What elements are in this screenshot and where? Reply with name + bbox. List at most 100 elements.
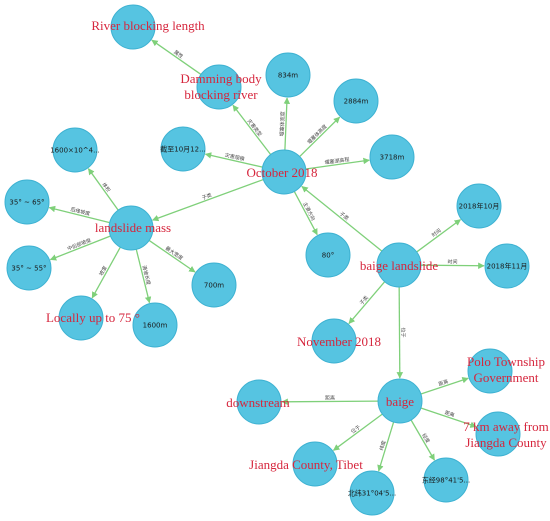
node-october-2018[interactable] [261, 149, 307, 195]
node-circle[interactable] [236, 379, 282, 425]
node-baige[interactable] [377, 378, 423, 424]
node-circle[interactable] [6, 245, 52, 291]
node-circle[interactable] [369, 134, 415, 180]
edge-label: 后缘坡度 [70, 206, 91, 218]
node-circle[interactable] [484, 243, 530, 289]
node-n-700m[interactable] [191, 262, 237, 308]
edge-baige-landslide-to-november-2018 [348, 281, 386, 325]
node-circle[interactable] [132, 302, 178, 348]
node-november-2018[interactable] [311, 318, 357, 364]
node-slope-35-55[interactable] [6, 245, 52, 291]
edge-baige-to-jiangda-tibet [332, 413, 383, 451]
node-n-2884m[interactable] [333, 78, 379, 124]
node-downstream[interactable] [236, 379, 282, 425]
node-circle[interactable] [52, 127, 98, 173]
node-label-baige-landslide: baige landslide [360, 258, 439, 273]
node-circle[interactable] [160, 126, 206, 172]
node-circle[interactable] [305, 232, 351, 278]
node-baige-landslide[interactable] [376, 242, 422, 288]
edge-label: 距离 [438, 378, 450, 388]
node-river-blocking-length[interactable] [110, 4, 156, 50]
edge-baige-landslide-to-oct-2018-cn [416, 219, 462, 253]
edge-october-2018-to-landslide-mass [151, 178, 264, 222]
edge-label: 距离 [325, 394, 335, 401]
edge-damming-body-to-river-blocking-length [151, 39, 202, 75]
node-cutoff-oct12[interactable] [160, 126, 206, 172]
node-circle[interactable] [292, 441, 338, 487]
node-lat[interactable] [349, 470, 395, 516]
node-label-baige: baige [386, 394, 414, 409]
node-locally-75[interactable] [58, 295, 104, 341]
node-n-1600x10[interactable] [52, 127, 98, 173]
edge-october-2018-to-n-2884m [299, 116, 341, 158]
edge-october-2018-to-n-80deg [293, 191, 318, 236]
node-circle[interactable] [4, 179, 50, 225]
edge-label: 坡度 [98, 265, 109, 277]
node-slope-35-65[interactable] [4, 179, 50, 225]
node-landslide-mass[interactable] [108, 205, 154, 251]
node-circle[interactable] [191, 262, 237, 308]
node-label-slope-35-65: 35° ~ 65° [9, 199, 44, 207]
node-nov-2018-cn[interactable] [484, 243, 530, 289]
edge-label: 距离 [444, 409, 456, 419]
node-oct-2018-cn[interactable] [456, 183, 502, 229]
edge-baige-landslide-to-nov-2018-cn [420, 262, 485, 269]
edge-october-2018-to-n-3718m [305, 157, 370, 170]
node-circle[interactable] [196, 64, 242, 110]
node-circle[interactable] [261, 149, 307, 195]
edge-label: 位于 [350, 424, 362, 436]
node-circle[interactable] [456, 183, 502, 229]
edge-landslide-mass-to-n-700m [148, 239, 196, 273]
node-label-n-3718m: 3718m [380, 154, 405, 162]
node-circle[interactable] [376, 242, 422, 288]
node-circle[interactable] [349, 470, 395, 516]
node-circle[interactable] [265, 52, 311, 98]
edge-label: 灾害规模 [224, 152, 245, 163]
edge-label: 时间 [447, 258, 457, 265]
edge-october-2018-to-cutoff-oct12 [204, 152, 263, 168]
node-circle[interactable] [58, 295, 104, 341]
edge-landslide-mass-to-n-1600m [135, 249, 152, 304]
edge-label: 时间 [430, 227, 442, 239]
node-n-80deg[interactable] [305, 232, 351, 278]
edge-label: 堰塞湖高程 [324, 156, 350, 166]
node-circle[interactable] [333, 78, 379, 124]
edge-landslide-mass-to-slope-35-65 [48, 205, 110, 224]
edge-label: 纬度 [378, 440, 388, 452]
node-label-n-1600x10: 1600×10^4... [50, 147, 100, 155]
node-label-oct-2018-cn: 2018年10月 [459, 202, 500, 211]
edge-october-2018-to-damming-body [232, 104, 272, 155]
node-label-cutoff-oct12: 截至10月12... [160, 145, 206, 154]
node-label-n-700m: 700m [204, 282, 224, 290]
node-jiangda-tibet[interactable] [292, 441, 338, 487]
node-circle[interactable] [467, 348, 513, 394]
node-lon[interactable] [423, 457, 469, 503]
node-label-n-1600m: 1600m [143, 322, 168, 330]
edge-landslide-mass-to-slope-35-55 [49, 235, 111, 261]
node-damming-body[interactable] [196, 64, 242, 110]
node-n-3718m[interactable] [369, 134, 415, 180]
edge-label: 堰塞体高度 [306, 123, 329, 146]
node-n-834m[interactable] [265, 52, 311, 98]
node-n-1600m[interactable] [132, 302, 178, 348]
node-circle[interactable] [377, 378, 423, 424]
edge-baige-to-lat [377, 421, 395, 472]
node-circle[interactable] [110, 4, 156, 50]
node-circle[interactable] [311, 318, 357, 364]
node-circle[interactable] [108, 205, 154, 251]
node-polo-township[interactable] [467, 348, 513, 394]
edge-baige-to-polo-township [420, 377, 469, 395]
edge-label: 灾害类型 [246, 118, 264, 138]
node-jiangda-7km[interactable] [475, 411, 521, 457]
node-label-jiangda-tibet: Jiangda County, Tibet [249, 457, 363, 472]
node-circle[interactable] [423, 457, 469, 503]
node-circle[interactable] [475, 411, 521, 457]
edge-label: 属性 [172, 49, 184, 60]
edge-label: 子类 [201, 192, 213, 202]
node-label-lon: 东经98°41'5... [422, 476, 470, 485]
edge-baige-to-jiangda-7km [420, 407, 477, 428]
